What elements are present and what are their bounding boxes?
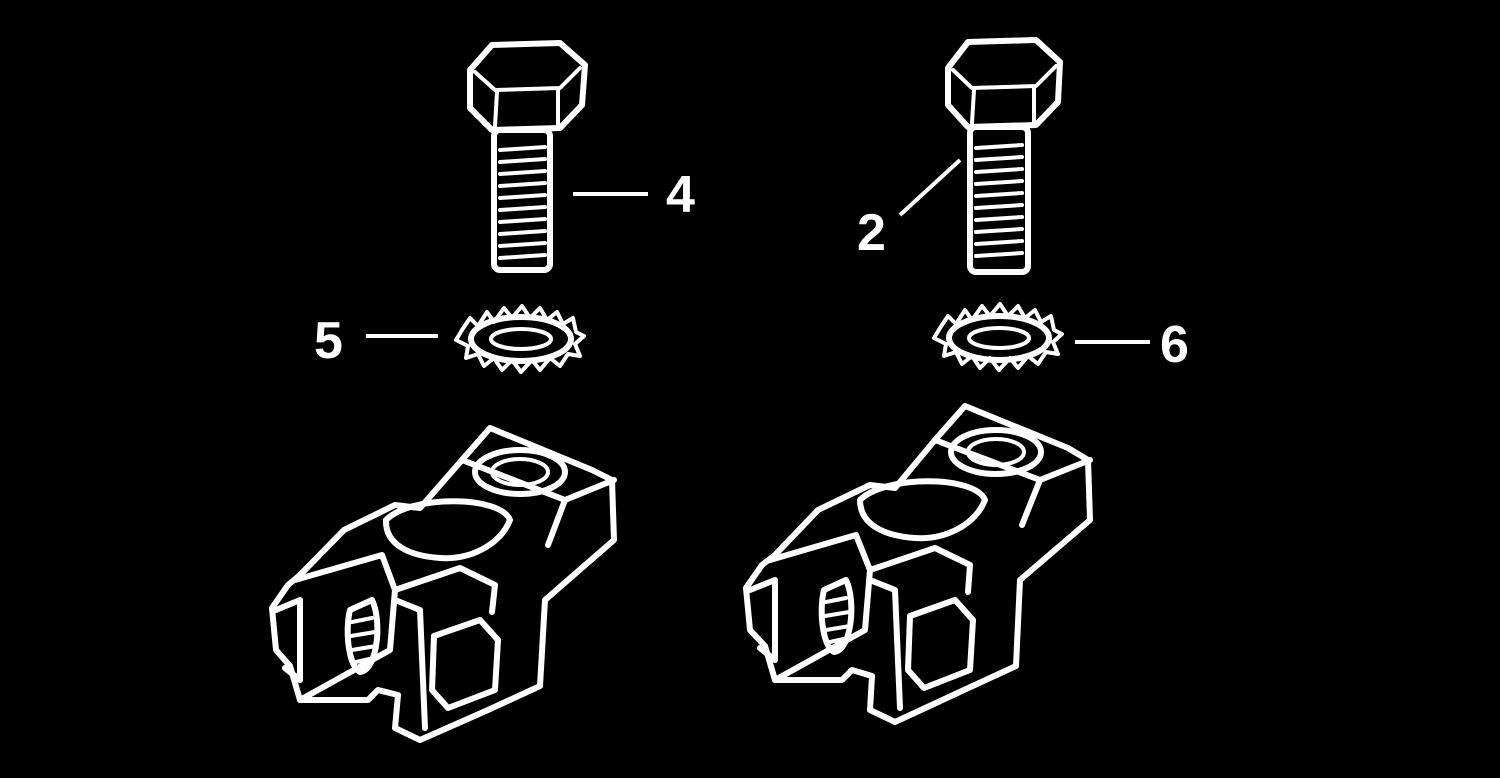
star-lock-washer-icon xyxy=(932,302,1064,372)
callout-4: 4 xyxy=(666,166,695,224)
callout-2: 2 xyxy=(857,204,886,262)
leader-lines xyxy=(366,158,1150,344)
hex-bolt-icon xyxy=(467,40,588,273)
hex-bolt-icon xyxy=(945,37,1063,275)
callout-5: 5 xyxy=(314,312,343,370)
right-assembly xyxy=(743,37,1093,725)
left-assembly xyxy=(269,40,617,743)
callout-labels: 4 2 5 6 xyxy=(314,166,1189,374)
battery-terminal-clamp-icon xyxy=(269,425,617,743)
star-lock-washer-icon xyxy=(454,304,586,374)
battery-terminal-clamp-icon xyxy=(743,403,1093,725)
leader-2 xyxy=(898,158,962,217)
callout-6: 6 xyxy=(1160,316,1189,374)
